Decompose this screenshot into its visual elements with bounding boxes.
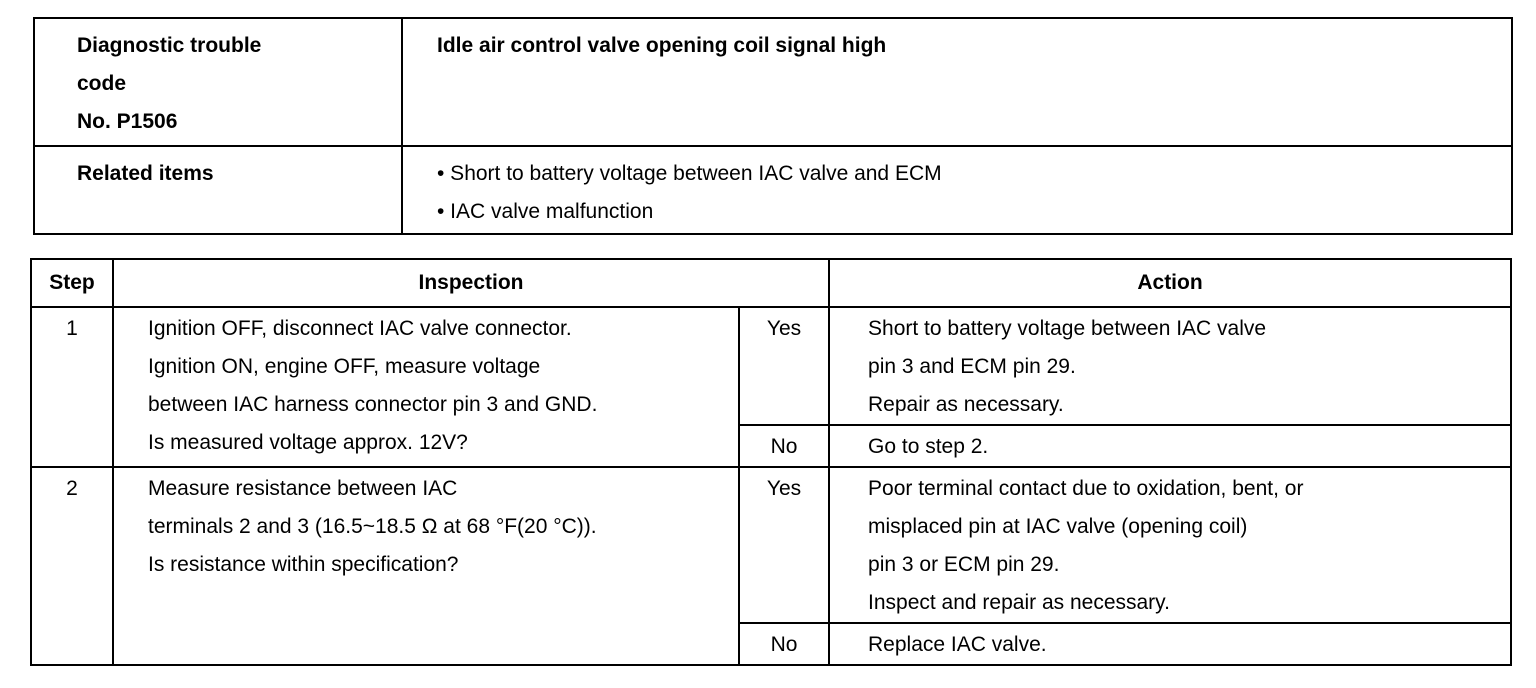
action-line: Repair as necessary. bbox=[868, 393, 1064, 416]
header-inspection: Inspection bbox=[111, 258, 831, 308]
action-line: pin 3 or ECM pin 29. bbox=[868, 553, 1060, 576]
inspection-line: Ignition ON, engine OFF, measure voltage bbox=[148, 355, 541, 378]
related-items-list: • Short to battery voltage between IAC v… bbox=[401, 145, 1513, 235]
related-items-row: Related items • Short to battery voltage… bbox=[33, 145, 1513, 235]
inspection-line: terminals 2 and 3 (16.5~18.5 Ω at 68 °F(… bbox=[148, 515, 597, 538]
dtc-summary-table: Diagnostic trouble code No. P1506 Idle a… bbox=[33, 17, 1513, 235]
action-line: Replace IAC valve. bbox=[868, 633, 1047, 656]
inspection-line: Measure resistance between IAC bbox=[148, 477, 458, 500]
no-label: No bbox=[737, 622, 831, 666]
yes-label: Yes bbox=[737, 466, 831, 624]
yes-label: Yes bbox=[737, 306, 831, 426]
related-items-label: Related items bbox=[33, 145, 403, 235]
dtc-code-label-line: Diagnostic trouble bbox=[77, 34, 262, 57]
inspection-line: Is resistance within specification? bbox=[148, 553, 459, 576]
yes-action: Poor terminal contact due to oxidation, … bbox=[828, 466, 1513, 624]
step-row: 2 Measure resistance between IAC termina… bbox=[30, 466, 1513, 666]
step-number: 1 bbox=[30, 306, 114, 468]
related-item: • Short to battery voltage between IAC v… bbox=[437, 162, 942, 185]
step-inspection: Measure resistance between IAC terminals… bbox=[112, 466, 740, 666]
dtc-description-text: Idle air control valve opening coil sign… bbox=[437, 34, 887, 57]
header-action: Action bbox=[828, 258, 1513, 308]
action-line: Poor terminal contact due to oxidation, … bbox=[868, 477, 1304, 500]
dtc-code-label-line: code bbox=[77, 72, 127, 95]
related-items-label-text: Related items bbox=[77, 162, 214, 185]
dtc-code-label: Diagnostic trouble code No. P1506 bbox=[33, 17, 403, 147]
no-action: Go to step 2. bbox=[828, 424, 1513, 468]
header-step: Step bbox=[30, 258, 114, 308]
related-item: • IAC valve malfunction bbox=[437, 200, 654, 223]
inspection-line: between IAC harness connector pin 3 and … bbox=[148, 393, 598, 416]
no-label: No bbox=[737, 424, 831, 468]
inspection-line: Is measured voltage approx. 12V? bbox=[148, 431, 468, 454]
inspection-steps-table: Step Inspection Action 1 Ignition OFF, d… bbox=[30, 258, 1513, 666]
dtc-code-label-line: No. P1506 bbox=[77, 110, 178, 133]
step-number: 2 bbox=[30, 466, 114, 666]
no-action: Replace IAC valve. bbox=[828, 622, 1513, 666]
action-line: misplaced pin at IAC valve (opening coil… bbox=[868, 515, 1248, 538]
dtc-code-description: Idle air control valve opening coil sign… bbox=[401, 17, 1513, 147]
step-row-no: No Go to step 2. bbox=[31, 424, 1513, 468]
steps-header-row: Step Inspection Action bbox=[30, 258, 1513, 308]
action-line: Short to battery voltage between IAC val… bbox=[868, 317, 1267, 340]
step-inspection: Ignition OFF, disconnect IAC valve conne… bbox=[112, 306, 740, 468]
step-row-no: No Replace IAC valve. bbox=[31, 622, 1513, 666]
action-line: Inspect and repair as necessary. bbox=[868, 591, 1170, 614]
dtc-code-row: Diagnostic trouble code No. P1506 Idle a… bbox=[33, 17, 1513, 147]
step-row: 1 Ignition OFF, disconnect IAC valve con… bbox=[30, 306, 1513, 468]
yes-action: Short to battery voltage between IAC val… bbox=[828, 306, 1513, 426]
action-line: Go to step 2. bbox=[868, 435, 989, 458]
inspection-line: Ignition OFF, disconnect IAC valve conne… bbox=[148, 317, 572, 340]
action-line: pin 3 and ECM pin 29. bbox=[868, 355, 1076, 378]
